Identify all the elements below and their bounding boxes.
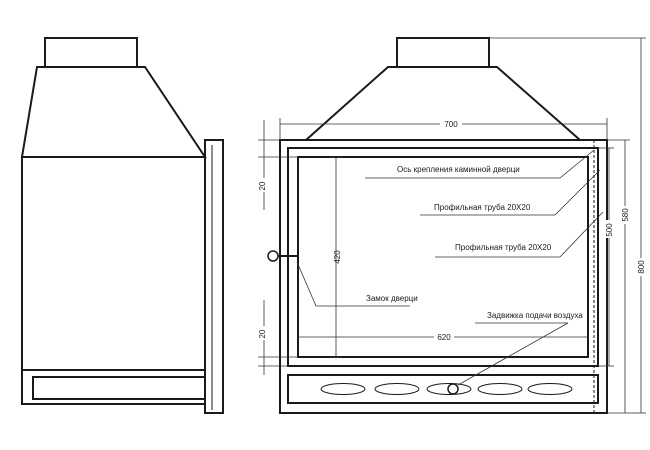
front-view [267,37,608,414]
air-damper-knob [447,383,459,395]
front-hood [303,66,583,141]
vent-3 [426,383,472,395]
vent-5 [527,383,573,395]
air-drawer [287,374,599,404]
label-air-damper: Задвижка подачи воздуха [487,311,583,320]
front-chimney-collar [396,37,490,68]
side-body [21,156,206,405]
callouts: Ось крепления каминной дверци Профильная… [296,149,604,386]
dimension-lines: 700 620 420 20 20 500 580 [258,37,646,414]
label-profile-tube-1: Профильная труба 20X20 [434,203,531,212]
dim-20-bottom: 20 [258,329,267,338]
label-door-axis: Ось крепления каминной дверци [397,165,520,174]
side-view [20,37,224,414]
dim-20-top: 20 [258,181,267,190]
vent-2 [374,383,420,395]
side-door-frame [204,139,224,414]
front-outer-frame [279,139,608,414]
side-chimney-collar [44,37,138,68]
side-hood [20,66,207,158]
label-door-lock: Замок дверци [366,294,418,303]
dim-800: 800 [637,260,646,274]
dim-420: 420 [333,250,342,264]
dim-500: 500 [605,223,614,237]
dim-580: 580 [621,208,630,222]
dim-700: 700 [444,120,458,129]
dim-620: 620 [437,333,451,342]
side-drawer [32,376,206,400]
vent-4 [477,383,523,395]
vent-1 [320,383,366,395]
label-profile-tube-2: Профильная труба 20X20 [455,243,552,252]
door-lock-knob [267,250,279,262]
